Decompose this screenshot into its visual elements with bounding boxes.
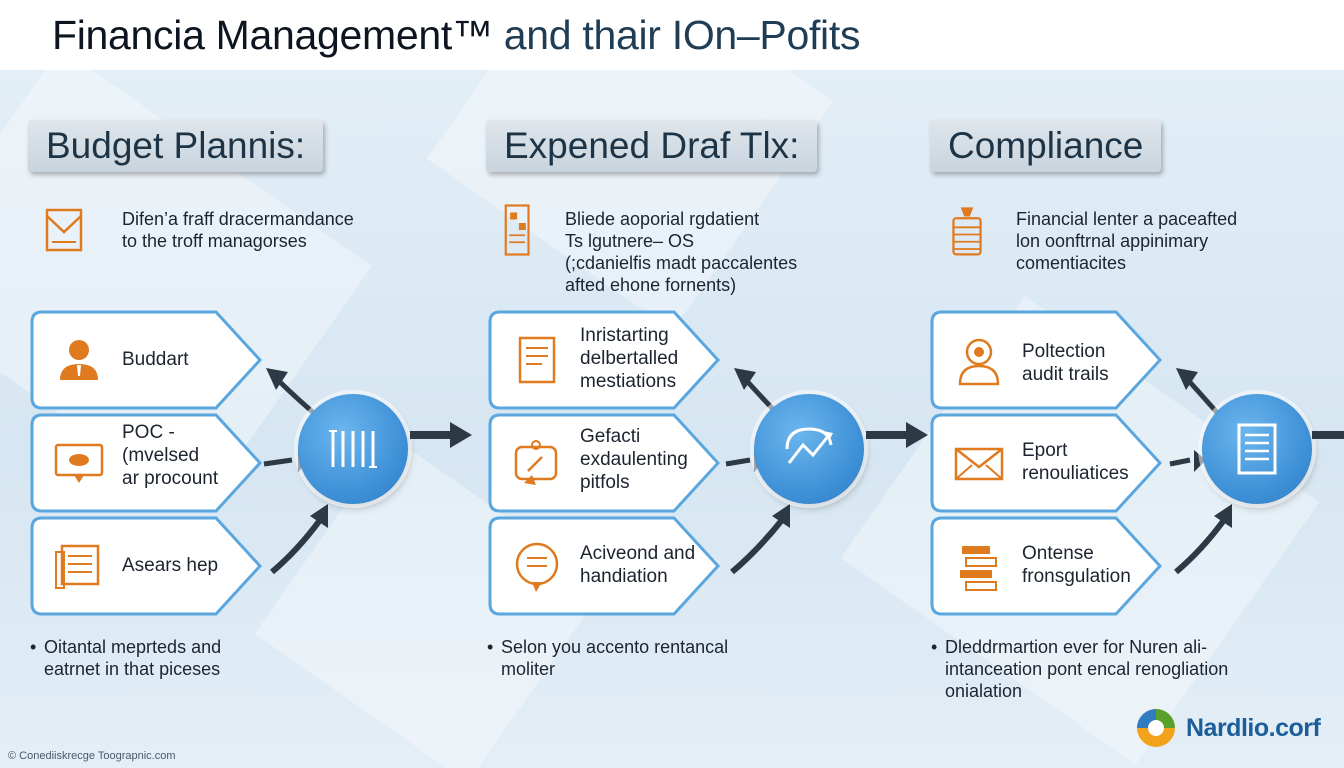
report-icon xyxy=(1237,423,1277,475)
column-heading: Budget Plannis: xyxy=(28,120,324,172)
hub-circle[interactable] xyxy=(754,394,864,504)
notepad-icon xyxy=(518,336,556,384)
card-protection[interactable]: Poltection audit trails xyxy=(930,310,1162,410)
card-budget[interactable]: Buddart xyxy=(30,310,262,410)
arrow-right-icon xyxy=(410,422,472,448)
clipboard-icon xyxy=(514,440,558,485)
bullet-note: • Selon you accento rentancal moliter xyxy=(487,637,729,679)
card-label: Gefacti exdaulenting pitfols xyxy=(580,426,688,493)
column-heading: Compliance xyxy=(930,120,1162,172)
intro-text: Financial lenter a paceafted lon oonftrn… xyxy=(1016,209,1238,273)
column-heading: Expened Draf Tlx: xyxy=(486,120,818,172)
barcode-icon xyxy=(329,430,377,468)
envelope-icon xyxy=(954,447,1004,481)
bullet-note: • Oitantal meprteds and eatrnet in that … xyxy=(30,637,222,679)
card-instarting[interactable]: Inristarting delbertalled mestiations xyxy=(488,310,720,410)
monitor-icon xyxy=(54,443,104,483)
hub-circle[interactable] xyxy=(298,394,408,504)
person-icon xyxy=(60,340,98,380)
title-part-1: Financia Management™ xyxy=(52,12,493,58)
card-label: Eport renouliatices xyxy=(1022,440,1129,484)
logo-text: Nardlio.corf xyxy=(1186,714,1321,742)
money-bag-icon xyxy=(952,207,982,256)
card-ontense[interactable]: Ontense fronsgulation xyxy=(930,516,1162,616)
receipt-icon xyxy=(504,204,530,256)
card-assets[interactable]: Asears hep xyxy=(30,516,262,616)
money-stack-icon xyxy=(960,546,997,591)
title-part-2: and thair IOn–Pofits xyxy=(492,12,861,58)
intro-text: Bliede aoporial rgdatient Ts lgutnere– O… xyxy=(565,209,798,295)
card-gefacti[interactable]: Gefacti exdaulenting pitfols xyxy=(488,413,720,513)
arrow-right-icon xyxy=(1312,431,1344,439)
chat-bubble-icon xyxy=(515,542,559,592)
card-label: Buddart xyxy=(122,349,189,370)
card-label: Aciveond and handiation xyxy=(580,543,696,587)
envelope-chart-icon xyxy=(45,208,83,252)
card-aciveond[interactable]: Aciveond and handiation xyxy=(488,516,720,616)
bullet-note: • Dleddrmartion ever for Nuren ali- inta… xyxy=(931,637,1229,701)
user-badge-icon xyxy=(958,338,1000,386)
arrow-right-icon xyxy=(866,422,928,448)
brand-logo[interactable]: Nardlio.corf xyxy=(1134,706,1334,750)
column-budget-planning: Budget Plannis: Difen’a fraff dracermand… xyxy=(0,70,472,768)
column-compliance: Compliance Financial lenter a paceafted … xyxy=(896,70,1344,768)
card-label: Ontense fronsgulation xyxy=(1022,543,1131,587)
column-expense-tracking: Expened Draf Tlx: Bliede aoporial rgdati… xyxy=(448,70,928,768)
card-label: Inristarting delbertalled mestiations xyxy=(580,325,679,392)
card-label: Poltection audit trails xyxy=(1022,341,1109,385)
page-title: Financia Management™ and thair IOn–Pofit… xyxy=(52,12,860,59)
document-icon xyxy=(55,544,100,589)
card-label: Asears hep xyxy=(122,555,219,576)
hub-circle[interactable] xyxy=(1202,394,1312,504)
intro-text: Difen’a fraff dracermandance to the trof… xyxy=(122,209,354,251)
chart-line-icon xyxy=(785,427,833,464)
card-export[interactable]: Eport renouliatices xyxy=(930,413,1162,513)
logo-icon xyxy=(1137,709,1175,747)
footer-credit: © Conediiskrecge Toograpnic.com xyxy=(8,750,176,762)
card-poc[interactable]: POC - (mvelsed ar procount xyxy=(30,413,262,513)
card-label: POC - (mvelsed ar procount xyxy=(122,422,219,489)
